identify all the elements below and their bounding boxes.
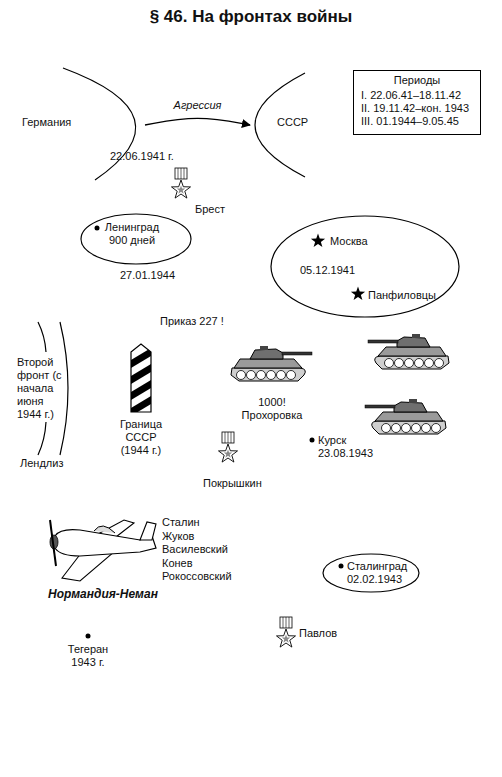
plane-propeller	[50, 520, 56, 566]
front-bracket	[38, 322, 46, 352]
page-title: § 46. На фронтах войны	[0, 7, 502, 27]
city-dot	[339, 564, 344, 569]
front-bracket	[60, 322, 68, 455]
node-text: III. 01.1944–9.05.45	[361, 115, 459, 128]
node-outline	[270, 215, 460, 318]
tank-symbol	[231, 346, 312, 381]
node-text: Периоды	[353, 74, 481, 87]
medal-symbol	[218, 432, 237, 462]
note-label: Нормандия-Неман	[48, 588, 158, 601]
panfilov-star	[351, 287, 365, 301]
node-text: I. 22.06.41–18.11.42	[361, 89, 461, 102]
arrow-connector	[145, 118, 250, 125]
border-post	[131, 344, 151, 416]
node-text: Ленинград 900 дней	[100, 221, 164, 247]
note-label: Конев	[162, 557, 193, 570]
plane-fuselage	[55, 530, 156, 556]
box-outline	[354, 71, 481, 135]
note-label: Брест	[195, 203, 225, 216]
note-label: Лендлиз	[20, 457, 63, 470]
note-label: Второй фронт (с начала июня 1944 г.)	[17, 356, 67, 421]
medal-symbol	[276, 617, 295, 647]
note-label: Жуков	[162, 530, 194, 543]
node-text: Германия	[22, 116, 71, 129]
note-label: Покрышкин	[203, 477, 262, 490]
periods-box: Периоды I. 22.06.41–18.11.42II. 19.11.42–…	[353, 70, 481, 135]
city-dot	[95, 226, 100, 231]
note-label: 1000! Прохоровка	[238, 396, 306, 422]
ellipse-outline	[271, 216, 459, 317]
node-text: 27.01.1944	[120, 269, 175, 282]
note-label: Павлов	[299, 627, 337, 640]
city-ellipse: Сталинград 02.02.1943	[322, 553, 420, 593]
edge-label: Агрессия	[174, 99, 222, 112]
ellipse-outline	[81, 214, 191, 264]
moscow-star	[311, 234, 325, 248]
note-label: Приказ 227 !	[160, 315, 224, 328]
node-text: II. 19.11.42–кон. 1943	[361, 102, 469, 115]
ellipse-outline	[323, 554, 419, 592]
note-label: Рокоссовский	[162, 570, 232, 583]
lens-arc	[63, 68, 136, 180]
tank-symbol	[368, 334, 449, 369]
city-dot	[310, 438, 315, 443]
plane-illustration	[50, 520, 156, 581]
note-label: Сталин	[162, 516, 200, 529]
post-outline	[131, 344, 151, 412]
medal-symbol	[171, 168, 190, 198]
country-lens: СССР	[250, 70, 325, 180]
country-lens: Германия	[15, 65, 145, 185]
node-text: СССР	[277, 116, 308, 129]
node-text: 05.12.1941	[300, 264, 355, 277]
plane-tail	[140, 522, 156, 540]
note-label: Курск 23.08.1943	[318, 434, 380, 460]
node-text: Панфиловцы	[368, 289, 436, 302]
post-stripe	[131, 396, 151, 416]
front-bracket	[38, 422, 46, 455]
city-dot	[86, 634, 91, 639]
note-label: 22.06.1941 г.	[110, 150, 174, 163]
plane-cockpit	[94, 526, 115, 533]
post-stripe	[131, 364, 151, 384]
note-label: Василевский	[162, 543, 228, 556]
tank-symbol	[365, 399, 446, 434]
note-label: Тегеран 1943 г.	[62, 643, 114, 669]
city-ellipse: Москва 05.12.1941Панфиловцы	[270, 215, 460, 318]
node-text: Москва	[330, 235, 368, 248]
post-stripe	[131, 348, 151, 368]
post-stripe	[131, 380, 151, 400]
node-text: Сталинград 02.02.1943	[347, 560, 413, 586]
city-ellipse: Ленинград 900 дней27.01.1944	[80, 213, 192, 265]
note-label: Граница СССР (1944 г.)	[114, 418, 168, 457]
